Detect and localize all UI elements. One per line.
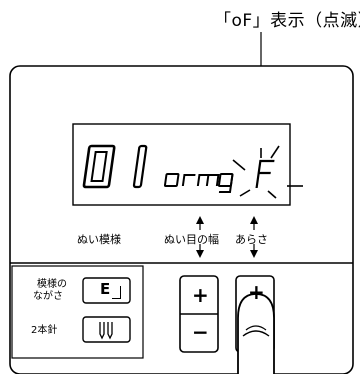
label-pattern-length-1: 模様の — [37, 279, 67, 290]
width-minus-button[interactable]: − — [192, 320, 209, 344]
blink-callout-label: 「oF」表示（点滅） — [214, 11, 360, 31]
width-arrows — [196, 216, 204, 258]
blinking-f — [255, 159, 275, 188]
segment-chars — [163, 173, 234, 193]
twin-needle-button — [82, 316, 131, 343]
blink-rays — [232, 145, 303, 199]
label-twin-needle: 2本針 — [31, 325, 58, 336]
label-pattern: ぬい模様 — [77, 233, 121, 246]
lcd-display — [72, 123, 291, 206]
width-plus-button[interactable]: + — [192, 283, 209, 307]
finger-illustration — [237, 293, 275, 374]
digit-zero — [82, 144, 116, 189]
label-pattern-length-2: ながさ — [33, 291, 63, 302]
twin-needle-icon — [99, 322, 113, 340]
e-button-label[interactable]: E — [100, 280, 111, 298]
digit-one — [132, 144, 148, 189]
label-stitch-width: ぬい目の幅 — [164, 233, 219, 246]
roughness-plus-button[interactable]: + — [248, 280, 265, 304]
label-roughness: あらさ — [235, 233, 268, 246]
e-button — [82, 277, 131, 304]
roughness-arrows — [250, 216, 258, 258]
e-button-bracket — [112, 286, 121, 299]
